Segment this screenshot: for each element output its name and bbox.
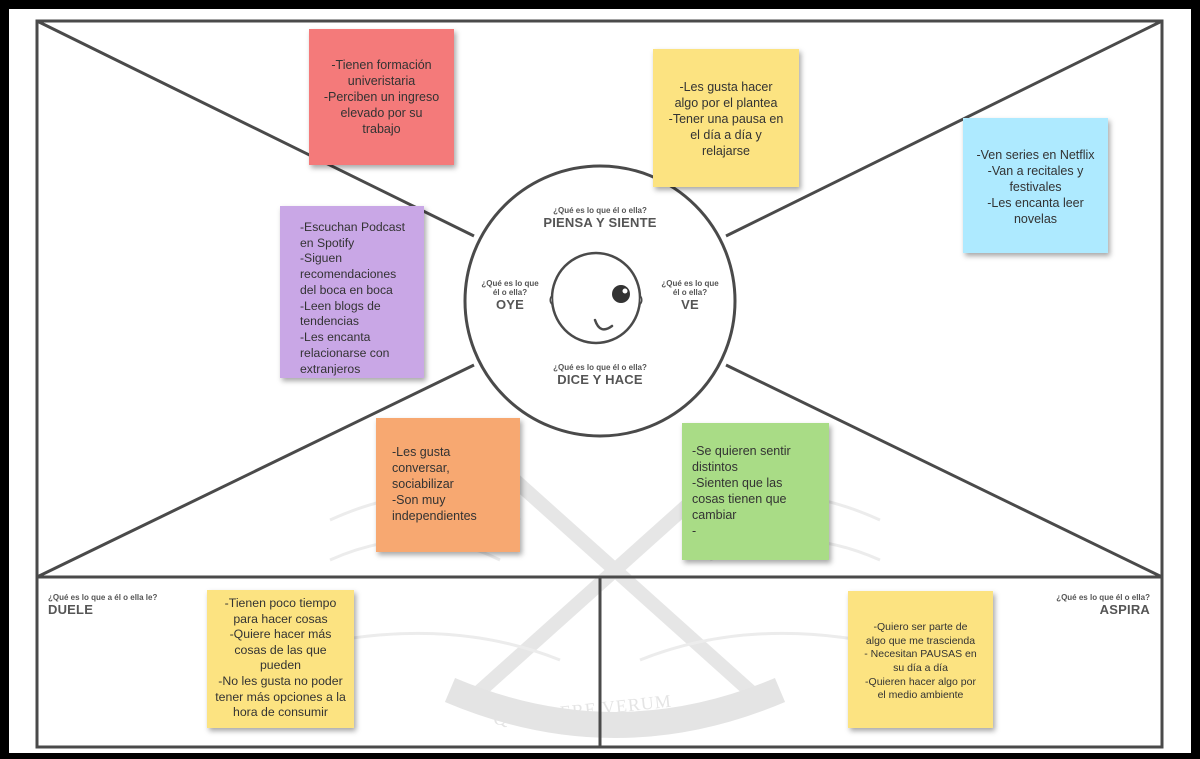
ve-label: ¿Qué es lo que él o ella? VE bbox=[661, 279, 719, 312]
diagonal-top-right bbox=[725, 19, 1163, 238]
diagonal-bottom-left bbox=[36, 363, 475, 579]
duele-label: ¿Qué es lo que a él o ella le? DUELE bbox=[48, 593, 158, 617]
face-icon bbox=[549, 251, 643, 345]
piensa-label: ¿Qué es lo que él o ella? PIENSA Y SIENT… bbox=[543, 206, 657, 230]
dice-label: ¿Qué es lo que él o ella? DICE Y HACE bbox=[553, 363, 647, 387]
diagonal-top-left bbox=[36, 19, 475, 238]
sticky-note-cyan: -Ven series en Netflix-Van a recitales y… bbox=[963, 118, 1108, 253]
oye-label: ¿Qué es lo que él o ella? OYE bbox=[481, 279, 539, 312]
diagonal-bottom-right bbox=[725, 363, 1163, 579]
aspira-label: ¿Qué es lo que él o ella? ASPIRA bbox=[1056, 593, 1150, 617]
